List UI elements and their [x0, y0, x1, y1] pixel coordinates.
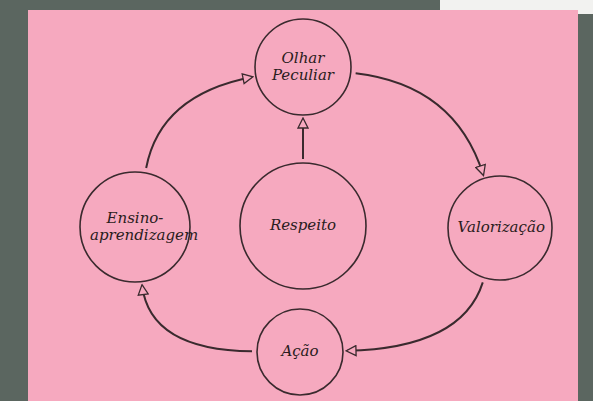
- circle-node: Olhar Peculiar: [254, 18, 352, 116]
- node-label: Ação: [281, 343, 318, 360]
- cycle-arrow: [347, 282, 483, 350]
- cycle-arrow: [302, 119, 304, 159]
- circle-node: Valorização: [447, 175, 553, 281]
- cycle-arrow: [356, 73, 484, 174]
- node-label: Respeito: [270, 217, 336, 234]
- node-label: Olhar Peculiar: [266, 50, 341, 85]
- node-label: Ensino-aprendizagem: [90, 210, 180, 245]
- circle-node: Ensino-aprendizagem: [79, 171, 191, 283]
- circle-node: Respeito: [239, 162, 367, 290]
- node-label: Valorização: [458, 219, 543, 236]
- circle-node: Ação: [256, 308, 344, 396]
- cycle-arrow: [142, 286, 252, 352]
- cycle-arrow: [146, 77, 252, 168]
- pink-paper: [28, 10, 578, 401]
